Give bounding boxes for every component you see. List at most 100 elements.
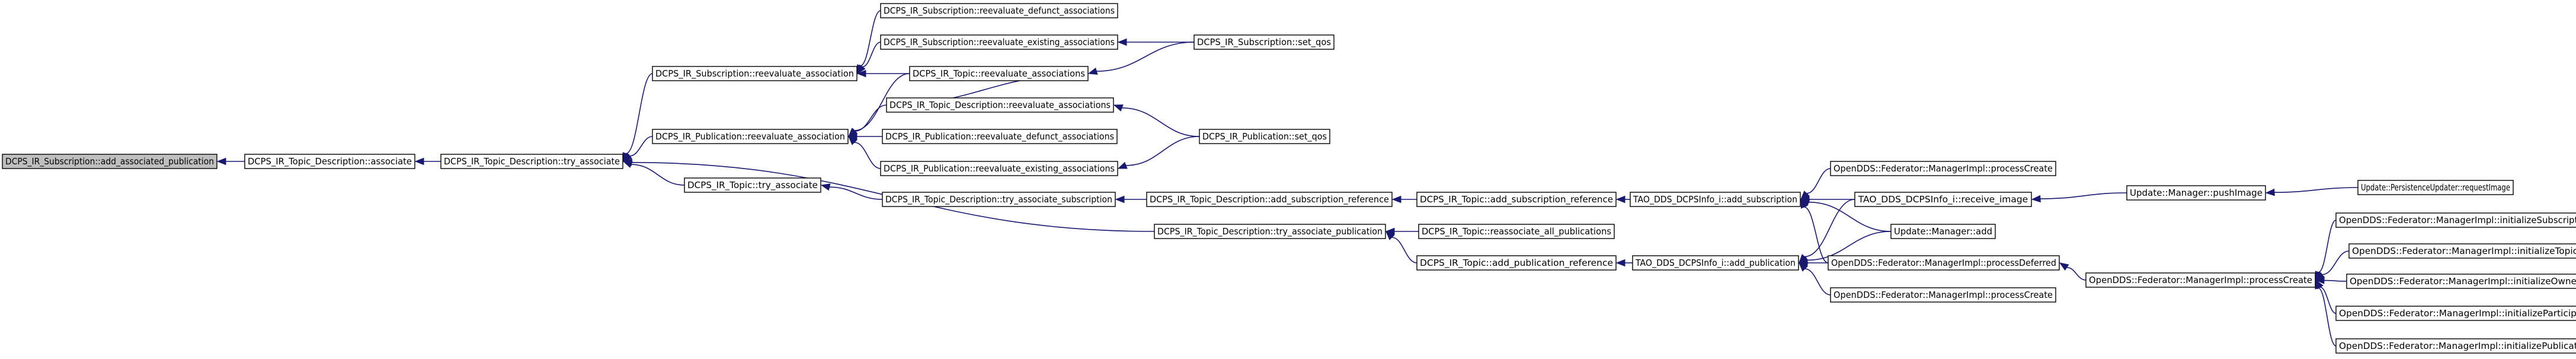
node-dcps-ir-subscription-add-associated-publication[interactable]: DCPS_IR_Subscription::add_associated_pub…: [2, 154, 217, 169]
node-box[interactable]: [2335, 338, 2576, 354]
node-box[interactable]: [2335, 306, 2576, 321]
node-update-persistenceupdater-requestimage[interactable]: Update::PersistenceUpdater::requestImage: [2357, 180, 2514, 195]
node-label: Update::Manager::pushImage: [2130, 188, 2263, 198]
arrowhead-icon: [857, 64, 866, 75]
node-label: OpenDDS::Federator::ManagerImpl::initial…: [2352, 246, 2576, 256]
node-dcps-ir-subscription-reevaluate-defunct-associations[interactable]: DCPS_IR_Subscription::reevaluate_defunct…: [880, 3, 1118, 18]
node-box[interactable]: [1193, 34, 1335, 50]
node-box[interactable]: [1830, 161, 2056, 176]
node-tao-dds-dcpsinfo-i-add-publication[interactable]: TAO_DDS_DCPSInfo_i::add_publication: [1632, 255, 1799, 271]
node-opendds-federator-managerimpl-initializetopic[interactable]: OpenDDS::Federator::ManagerImpl::initial…: [2348, 243, 2576, 259]
node-opendds-federator-managerimpl-initializeparticipant[interactable]: OpenDDS::Federator::ManagerImpl::initial…: [2335, 306, 2576, 321]
node-box[interactable]: [1199, 129, 1330, 144]
node-dcps-ir-publication-reevaluate-association[interactable]: DCPS_IR_Publication::reevaluate_associat…: [652, 129, 849, 144]
nodes-layer: DCPS_IR_Subscription::add_associated_pub…: [2, 3, 2576, 354]
node-dcps-ir-topic-add-subscription-reference[interactable]: DCPS_IR_Topic::add_subscription_referenc…: [1416, 192, 1617, 207]
node-box[interactable]: [2346, 274, 2576, 289]
node-box[interactable]: [652, 129, 849, 144]
node-box[interactable]: [684, 177, 821, 193]
node-opendds-federator-managerimpl-initializesubscription[interactable]: OpenDDS::Federator::ManagerImpl::initial…: [2335, 212, 2576, 228]
node-dcps-ir-topic-description-reevaluate-associations[interactable]: DCPS_IR_Topic_Description::reevaluate_as…: [886, 97, 1114, 113]
node-label: OpenDDS::Federator::ManagerImpl::initial…: [2350, 276, 2576, 287]
node-label: DCPS_IR_Topic::reassociate_all_publicati…: [1422, 226, 1611, 237]
node-opendds-federator-managerimpl-processcreate[interactable]: OpenDDS::Federator::ManagerImpl::process…: [1830, 161, 2056, 176]
edge-n4-n11: [854, 142, 881, 169]
node-box[interactable]: [880, 161, 1118, 176]
node-box[interactable]: [880, 34, 1118, 50]
node-box[interactable]: [1418, 224, 1615, 239]
arrowhead-icon: [1799, 262, 1808, 272]
node-box[interactable]: [1830, 287, 2056, 303]
node-label: OpenDDS::Federator::ManagerImpl::process…: [2089, 275, 2312, 285]
node-label: Update::Manager::add: [1894, 226, 1992, 237]
node-update-manager-pushimage[interactable]: Update::Manager::pushImage: [2126, 185, 2266, 201]
node-dcps-ir-topic-description-try-associate-publication[interactable]: DCPS_IR_Topic_Description::try_associate…: [1154, 224, 1386, 239]
edge-n11-n13: [1126, 136, 1200, 166]
arrowhead-icon: [216, 157, 226, 166]
edge-n4-n9: [855, 104, 887, 132]
node-dcps-ir-subscription-set-qos[interactable]: DCPS_IR_Subscription::set_qos: [1193, 34, 1335, 50]
node-label: DCPS_IR_Topic::reevaluate_associations: [913, 68, 1085, 80]
node-opendds-federator-managerimpl-initializeowner[interactable]: OpenDDS::Federator::ManagerImpl::initial…: [2346, 274, 2576, 289]
node-box[interactable]: [1632, 255, 1799, 271]
node-opendds-federator-managerimpl-initializepublication[interactable]: OpenDDS::Federator::ManagerImpl::initial…: [2335, 338, 2576, 354]
node-box[interactable]: [2348, 243, 2576, 259]
node-box[interactable]: [440, 154, 623, 169]
node-dcps-ir-topic-description-try-associate[interactable]: DCPS_IR_Topic_Description::try_associate: [440, 154, 623, 169]
node-update-manager-add[interactable]: Update::Manager::add: [1890, 224, 1996, 239]
node-label: DCPS_IR_Topic_Description::reevaluate_as…: [889, 100, 1111, 111]
edge-n20-n25: [1804, 206, 1829, 263]
node-box[interactable]: [1154, 224, 1386, 239]
node-box[interactable]: [2357, 180, 2514, 195]
node-box[interactable]: [652, 66, 857, 81]
node-box[interactable]: [2335, 212, 2576, 228]
node-dcps-ir-publication-reevaluate-defunct-associations[interactable]: DCPS_IR_Publication::reevaluate_defunct_…: [882, 129, 1118, 144]
edges-layer: [216, 10, 2359, 347]
node-box[interactable]: [882, 192, 1116, 207]
node-box[interactable]: [1854, 192, 2032, 207]
edge-n9-n13: [1122, 107, 1200, 137]
node-box[interactable]: [886, 97, 1114, 113]
node-box[interactable]: [1890, 224, 1996, 239]
node-dcps-ir-topic-reassociate-all-publications[interactable]: DCPS_IR_Topic::reassociate_all_publicati…: [1418, 224, 1615, 239]
node-box[interactable]: [909, 66, 1089, 81]
edge-n29-n31: [2322, 250, 2350, 275]
node-opendds-federator-managerimpl-processdeferred[interactable]: OpenDDS::Federator::ManagerImpl::process…: [1828, 255, 2060, 271]
node-dcps-ir-topic-try-associate[interactable]: DCPS_IR_Topic::try_associate: [684, 177, 821, 193]
node-box[interactable]: [1828, 255, 2060, 271]
arrowhead-icon: [820, 183, 831, 191]
node-box[interactable]: [2126, 185, 2266, 201]
node-box[interactable]: [882, 129, 1118, 144]
edge-n25-n29: [2066, 266, 2087, 281]
arrowhead-icon: [1800, 198, 1810, 206]
node-dcps-ir-publication-reevaluate-existing-associations[interactable]: DCPS_IR_Publication::reevaluate_existing…: [880, 161, 1118, 176]
edge-n5-n14: [829, 186, 883, 200]
node-box[interactable]: [1416, 192, 1617, 207]
node-dcps-ir-topic-description-try-associate-subscription[interactable]: DCPS_IR_Topic_Description::try_associate…: [882, 192, 1116, 207]
node-opendds-federator-managerimpl-processcreate[interactable]: OpenDDS::Federator::ManagerImpl::process…: [2085, 272, 2316, 288]
node-box[interactable]: [244, 154, 415, 169]
node-box[interactable]: [880, 3, 1118, 18]
arrowhead-icon: [414, 157, 424, 166]
node-box[interactable]: [1146, 192, 1393, 207]
node-box[interactable]: [2085, 272, 2316, 288]
node-label: DCPS_IR_Subscription::reevaluate_existin…: [884, 37, 1115, 48]
node-dcps-ir-topic-description-associate[interactable]: DCPS_IR_Topic_Description::associate: [244, 154, 415, 169]
node-label: DCPS_IR_Publication::reevaluate_associat…: [655, 131, 845, 142]
node-label: DCPS_IR_Publication::set_qos: [1202, 131, 1327, 142]
arrowhead-icon: [1115, 195, 1125, 204]
node-dcps-ir-subscription-reevaluate-association[interactable]: DCPS_IR_Subscription::reevaluate_associa…: [652, 66, 857, 81]
node-dcps-ir-topic-add-publication-reference[interactable]: DCPS_IR_Topic::add_publication_reference: [1416, 255, 1617, 271]
node-dcps-ir-topic-reevaluate-associations[interactable]: DCPS_IR_Topic::reevaluate_associations: [909, 66, 1089, 81]
node-box[interactable]: [1416, 255, 1617, 271]
node-label: DCPS_IR_Topic::add_subscription_referenc…: [1420, 194, 1613, 205]
root-node-box[interactable]: [2, 154, 217, 169]
node-dcps-ir-subscription-reevaluate-existing-associations[interactable]: DCPS_IR_Subscription::reevaluate_existin…: [880, 34, 1118, 50]
node-dcps-ir-topic-description-add-subscription-reference[interactable]: DCPS_IR_Topic_Description::add_subscript…: [1146, 192, 1393, 207]
node-tao-dds-dcpsinfo-i-receive-image[interactable]: TAO_DDS_DCPSInfo_i::receive_image: [1854, 192, 2032, 207]
node-opendds-federator-managerimpl-processcreate[interactable]: OpenDDS::Federator::ManagerImpl::process…: [1830, 287, 2056, 303]
node-box[interactable]: [1630, 192, 1801, 207]
node-tao-dds-dcpsinfo-i-add-subscription[interactable]: TAO_DDS_DCPSInfo_i::add_subscription: [1630, 192, 1801, 207]
node-dcps-ir-publication-set-qos[interactable]: DCPS_IR_Publication::set_qos: [1199, 129, 1330, 144]
